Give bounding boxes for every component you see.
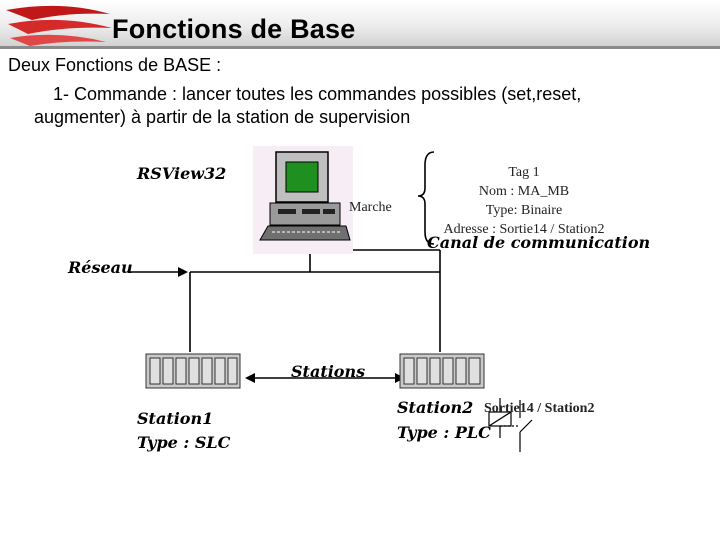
tag-line: Tag 1	[508, 165, 539, 180]
station1-plc-icon	[145, 353, 241, 389]
computer-icon	[253, 146, 353, 254]
station2-type: Type : PLC	[397, 423, 491, 442]
software-label: RSView32	[136, 164, 226, 183]
tag-line: Adresse : Sortie14 / Station2	[444, 222, 605, 237]
stations-label: Stations	[291, 362, 365, 381]
header-band	[0, 0, 720, 48]
page-title: Fonctions de Base	[112, 14, 356, 44]
bullet-line-1: 1- Commande : lancer toutes les commande…	[53, 84, 582, 104]
logo-swoosh-icon	[6, 5, 112, 46]
bullet-line-2: augmenter) à partir de la station de sup…	[34, 107, 411, 127]
tag-line: Type: Binaire	[486, 203, 562, 218]
intro-line: Deux Fonctions de BASE :	[8, 55, 222, 75]
relay-output-icon	[488, 398, 533, 452]
tag-line: Nom : MA_MB	[479, 184, 569, 199]
tag-brace	[417, 151, 435, 245]
marche-label: Marche	[349, 200, 392, 215]
network-label: Réseau	[67, 258, 133, 277]
station1-type: Type : SLC	[137, 433, 231, 452]
header-divider	[0, 46, 720, 49]
output-label: Sortie14 / Station2	[484, 401, 594, 416]
station2-name: Station2	[397, 398, 473, 417]
channel-label: Canal de communication	[427, 233, 650, 252]
station2-plc-icon	[399, 353, 485, 389]
station1-name: Station1	[137, 409, 213, 428]
